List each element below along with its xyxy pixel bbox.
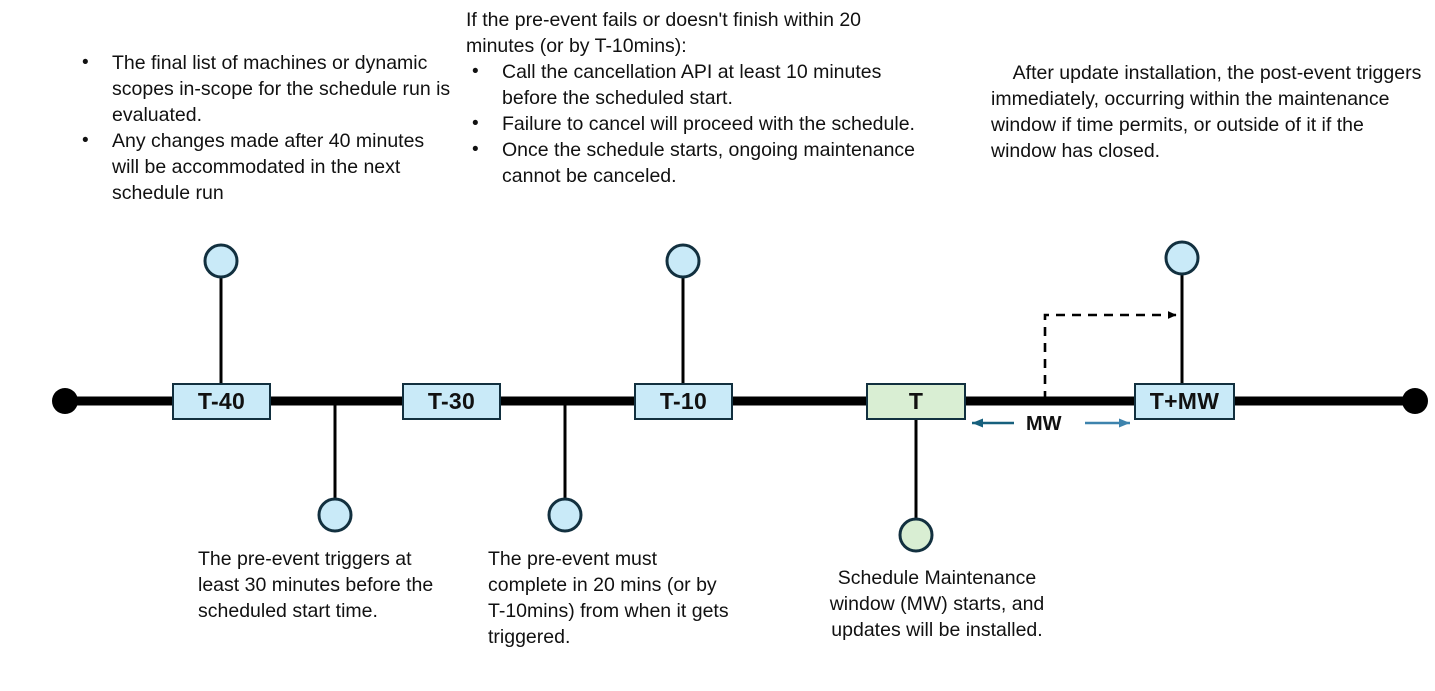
timeline-end-dot: [1402, 388, 1428, 414]
note-right: After update installation, the post-even…: [991, 62, 1427, 162]
list-item: The final list of machines or dynamic sc…: [72, 50, 452, 128]
note-left-list: The final list of machines or dynamic sc…: [72, 50, 452, 206]
caption-pre-event-trigger: The pre-event triggers at least 30 minut…: [198, 548, 434, 622]
note-middle-lead: If the pre-event fails or doesn't finish…: [466, 9, 862, 57]
callout-circle-t-minus-40: [203, 243, 239, 279]
caption-maintenance-window: Schedule Maintenance window (MW) starts,…: [829, 567, 1045, 641]
timeline-node-t-minus-30[interactable]: T-30: [402, 383, 501, 420]
timeline-node-t-plus-mw[interactable]: T+MW: [1134, 383, 1235, 420]
timeline-node-t-minus-10[interactable]: T-10: [634, 383, 733, 420]
callout-circle-pre-event-complete: [547, 497, 583, 533]
mw-span-label: MW: [1026, 413, 1062, 435]
list-item: Failure to cancel will proceed with the …: [462, 111, 932, 137]
timeline-start-dot: [52, 388, 78, 414]
timeline-node-t[interactable]: T: [866, 383, 966, 420]
list-item: Once the schedule starts, ongoing mainte…: [462, 137, 932, 189]
callout-circle-t-minus-10: [665, 243, 701, 279]
list-item: Call the cancellation API at least 10 mi…: [462, 59, 932, 111]
timeline-node-t-minus-40[interactable]: T-40: [172, 383, 271, 420]
list-item: Any changes made after 40 minutes will b…: [72, 128, 452, 206]
callout-circle-t: [898, 517, 934, 553]
callout-circle-pre-event-trigger: [317, 497, 353, 533]
post-event-dashed-arrow: [1043, 311, 1177, 400]
note-middle-list: Call the cancellation API at least 10 mi…: [462, 59, 932, 189]
callout-circle-t-plus-mw: [1164, 240, 1200, 276]
caption-pre-event-complete: The pre-event must complete in 20 mins (…: [488, 548, 729, 648]
